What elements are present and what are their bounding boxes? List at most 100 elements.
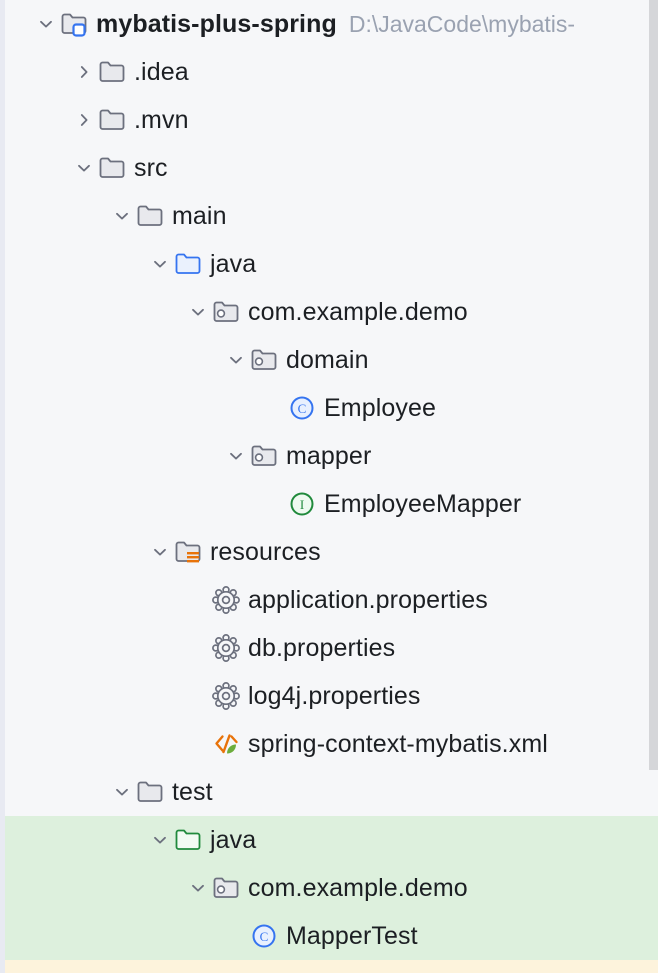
indent-spacer xyxy=(5,600,185,601)
tree-row-java[interactable]: java xyxy=(5,816,658,864)
indent-spacer xyxy=(5,696,185,697)
indent-spacer xyxy=(5,408,261,409)
tree-node-label: main xyxy=(172,201,227,230)
tree-node-label: Employee xyxy=(324,393,436,422)
tree-node-label: MapperTest xyxy=(286,921,418,950)
tree-row-db-properties[interactable]: db.properties xyxy=(5,624,658,672)
tree-row-test[interactable]: test xyxy=(5,768,658,816)
chevron-down-icon[interactable] xyxy=(147,240,173,288)
tree-row-mapper[interactable]: mapper xyxy=(5,432,658,480)
tree-row-mybatis-plus-spring[interactable]: mybatis-plus-spring D:\JavaCode\mybatis- xyxy=(5,0,658,48)
chevron-down-icon[interactable] xyxy=(109,192,135,240)
indent-spacer xyxy=(5,792,109,793)
indent-spacer xyxy=(5,168,71,169)
indent-spacer xyxy=(5,264,147,265)
java-class-icon: C xyxy=(249,912,279,960)
tree-row-spring-context-mybatis-xml[interactable]: spring-context-mybatis.xml xyxy=(5,720,658,768)
tree-row-employeemapper[interactable]: I EmployeeMapper xyxy=(5,480,658,528)
tree-node-label: src xyxy=(134,153,168,182)
spring-xml-file-icon xyxy=(211,720,241,768)
indent-spacer xyxy=(5,456,223,457)
indent-spacer xyxy=(5,360,223,361)
vertical-scrollbar-track[interactable] xyxy=(649,0,658,973)
tree-row-employee[interactable]: C Employee xyxy=(5,384,658,432)
chevron-placeholder xyxy=(185,576,211,624)
package-icon xyxy=(249,336,279,384)
chevron-down-icon[interactable] xyxy=(109,768,135,816)
tree-row-domain[interactable]: domain xyxy=(5,336,658,384)
java-class-icon: C xyxy=(287,384,317,432)
chevron-placeholder xyxy=(33,960,59,973)
folder-icon xyxy=(97,96,127,144)
project-path-label: D:\JavaCode\mybatis- xyxy=(348,10,576,37)
tree-node-label: .mvn xyxy=(134,105,189,134)
folder-icon xyxy=(135,768,165,816)
test-source-root-folder-icon xyxy=(173,816,203,864)
indent-spacer xyxy=(5,120,71,121)
tree-node-label: resources xyxy=(210,537,321,566)
folder-icon xyxy=(97,144,127,192)
indent-spacer xyxy=(5,24,33,25)
module-folder-icon xyxy=(59,0,89,48)
vertical-scrollbar-thumb[interactable] xyxy=(649,0,658,770)
project-tree[interactable]: mybatis-plus-spring D:\JavaCode\mybatis-.… xyxy=(5,0,658,973)
chevron-placeholder xyxy=(261,480,287,528)
tree-node-label: spring-context-mybatis.xml xyxy=(248,729,548,758)
tree-row-application-properties[interactable]: application.properties xyxy=(5,576,658,624)
chevron-down-icon[interactable] xyxy=(185,864,211,912)
indent-spacer xyxy=(5,72,71,73)
chevron-down-icon[interactable] xyxy=(147,528,173,576)
tree-row--mvn[interactable]: .mvn xyxy=(5,96,658,144)
tree-row-src[interactable]: src xyxy=(5,144,658,192)
tree-row-empty[interactable] xyxy=(5,960,658,973)
indent-spacer xyxy=(5,840,147,841)
tree-row-java[interactable]: java xyxy=(5,240,658,288)
package-icon xyxy=(211,864,241,912)
properties-file-icon xyxy=(211,624,241,672)
tree-row-log4j-properties[interactable]: log4j.properties xyxy=(5,672,658,720)
tree-node-label: com.example.demo xyxy=(248,873,468,902)
chevron-down-icon[interactable] xyxy=(71,144,97,192)
properties-file-icon xyxy=(211,672,241,720)
chevron-placeholder xyxy=(261,384,287,432)
tree-node-label: java xyxy=(210,249,257,278)
package-icon xyxy=(249,432,279,480)
chevron-right-icon[interactable] xyxy=(71,48,97,96)
tree-row--idea[interactable]: .idea xyxy=(5,48,658,96)
chevron-down-icon[interactable] xyxy=(33,0,59,48)
indent-spacer xyxy=(5,648,185,649)
tree-node-label: mybatis-plus-spring xyxy=(96,9,337,38)
chevron-placeholder xyxy=(185,720,211,768)
tree-node-label: EmployeeMapper xyxy=(324,489,522,518)
tree-row-com-example-demo[interactable]: com.example.demo xyxy=(5,864,658,912)
indent-spacer xyxy=(5,744,185,745)
java-interface-icon: I xyxy=(287,480,317,528)
tree-node-label: domain xyxy=(286,345,369,374)
tree-row-resources[interactable]: resources xyxy=(5,528,658,576)
chevron-down-icon[interactable] xyxy=(223,336,249,384)
tree-row-com-example-demo[interactable]: com.example.demo xyxy=(5,288,658,336)
folder-icon xyxy=(97,48,127,96)
chevron-down-icon[interactable] xyxy=(147,816,173,864)
indent-spacer xyxy=(5,552,147,553)
indent-spacer xyxy=(5,216,109,217)
package-icon xyxy=(211,288,241,336)
tree-node-label: db.properties xyxy=(248,633,396,662)
chevron-placeholder xyxy=(185,624,211,672)
chevron-right-icon[interactable] xyxy=(71,96,97,144)
resource-root-folder-icon xyxy=(173,528,203,576)
indent-spacer xyxy=(5,504,261,505)
chevron-down-icon[interactable] xyxy=(223,432,249,480)
indent-spacer xyxy=(5,312,185,313)
tree-node-label: .idea xyxy=(134,57,189,86)
tree-node-label: application.properties xyxy=(248,585,488,614)
chevron-down-icon[interactable] xyxy=(185,288,211,336)
svg-text:C: C xyxy=(298,401,307,416)
tree-row-main[interactable]: main xyxy=(5,192,658,240)
tree-row-mappertest[interactable]: C MapperTest xyxy=(5,912,658,960)
svg-text:C: C xyxy=(260,929,269,944)
svg-text:I: I xyxy=(300,497,304,512)
indent-spacer xyxy=(5,936,223,937)
tree-node-label: test xyxy=(172,777,213,806)
